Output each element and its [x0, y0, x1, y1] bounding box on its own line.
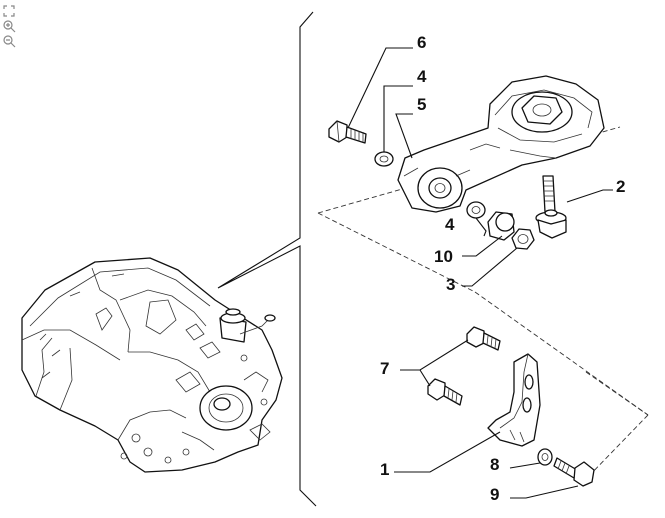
divider-bracket	[217, 11, 317, 507]
part-1-bracket	[487, 353, 541, 447]
part-9-bolt	[553, 457, 595, 487]
callout-8: 8	[490, 455, 499, 474]
fit-icon[interactable]	[2, 4, 16, 18]
callout-1: 1	[380, 460, 389, 479]
part-8-washer	[537, 448, 553, 466]
part-3-nut	[511, 228, 535, 250]
part-4-washer-upper	[374, 151, 394, 167]
part-6-bolt	[328, 120, 367, 144]
part-10-bushing	[487, 211, 515, 241]
callout-2: 2	[616, 177, 625, 196]
leader-lines	[347, 47, 613, 499]
callout-6: 6	[417, 33, 426, 52]
callout-4-lower: 4	[445, 215, 455, 234]
assembly-outline	[317, 126, 649, 481]
part-7-bolt-lower	[427, 378, 463, 406]
zoom-in-icon[interactable]	[2, 19, 16, 33]
callout-7: 7	[380, 359, 389, 378]
part-7-bolt-upper	[466, 326, 501, 351]
callout-4-upper: 4	[417, 67, 427, 86]
callout-labels: 6 4 5 2 4 10 3 7 1 8 9	[380, 33, 625, 504]
callout-10: 10	[434, 247, 453, 266]
callout-3: 3	[446, 275, 455, 294]
zoom-toolbar	[2, 4, 18, 49]
gearbox-illustration	[21, 257, 283, 473]
zoom-out-icon[interactable]	[2, 34, 16, 48]
part-2-bolt	[535, 175, 567, 239]
callout-5: 5	[417, 95, 426, 114]
part-4-washer-lower	[466, 201, 486, 219]
part-5-engine-mount	[397, 75, 605, 213]
callout-9: 9	[490, 485, 499, 504]
